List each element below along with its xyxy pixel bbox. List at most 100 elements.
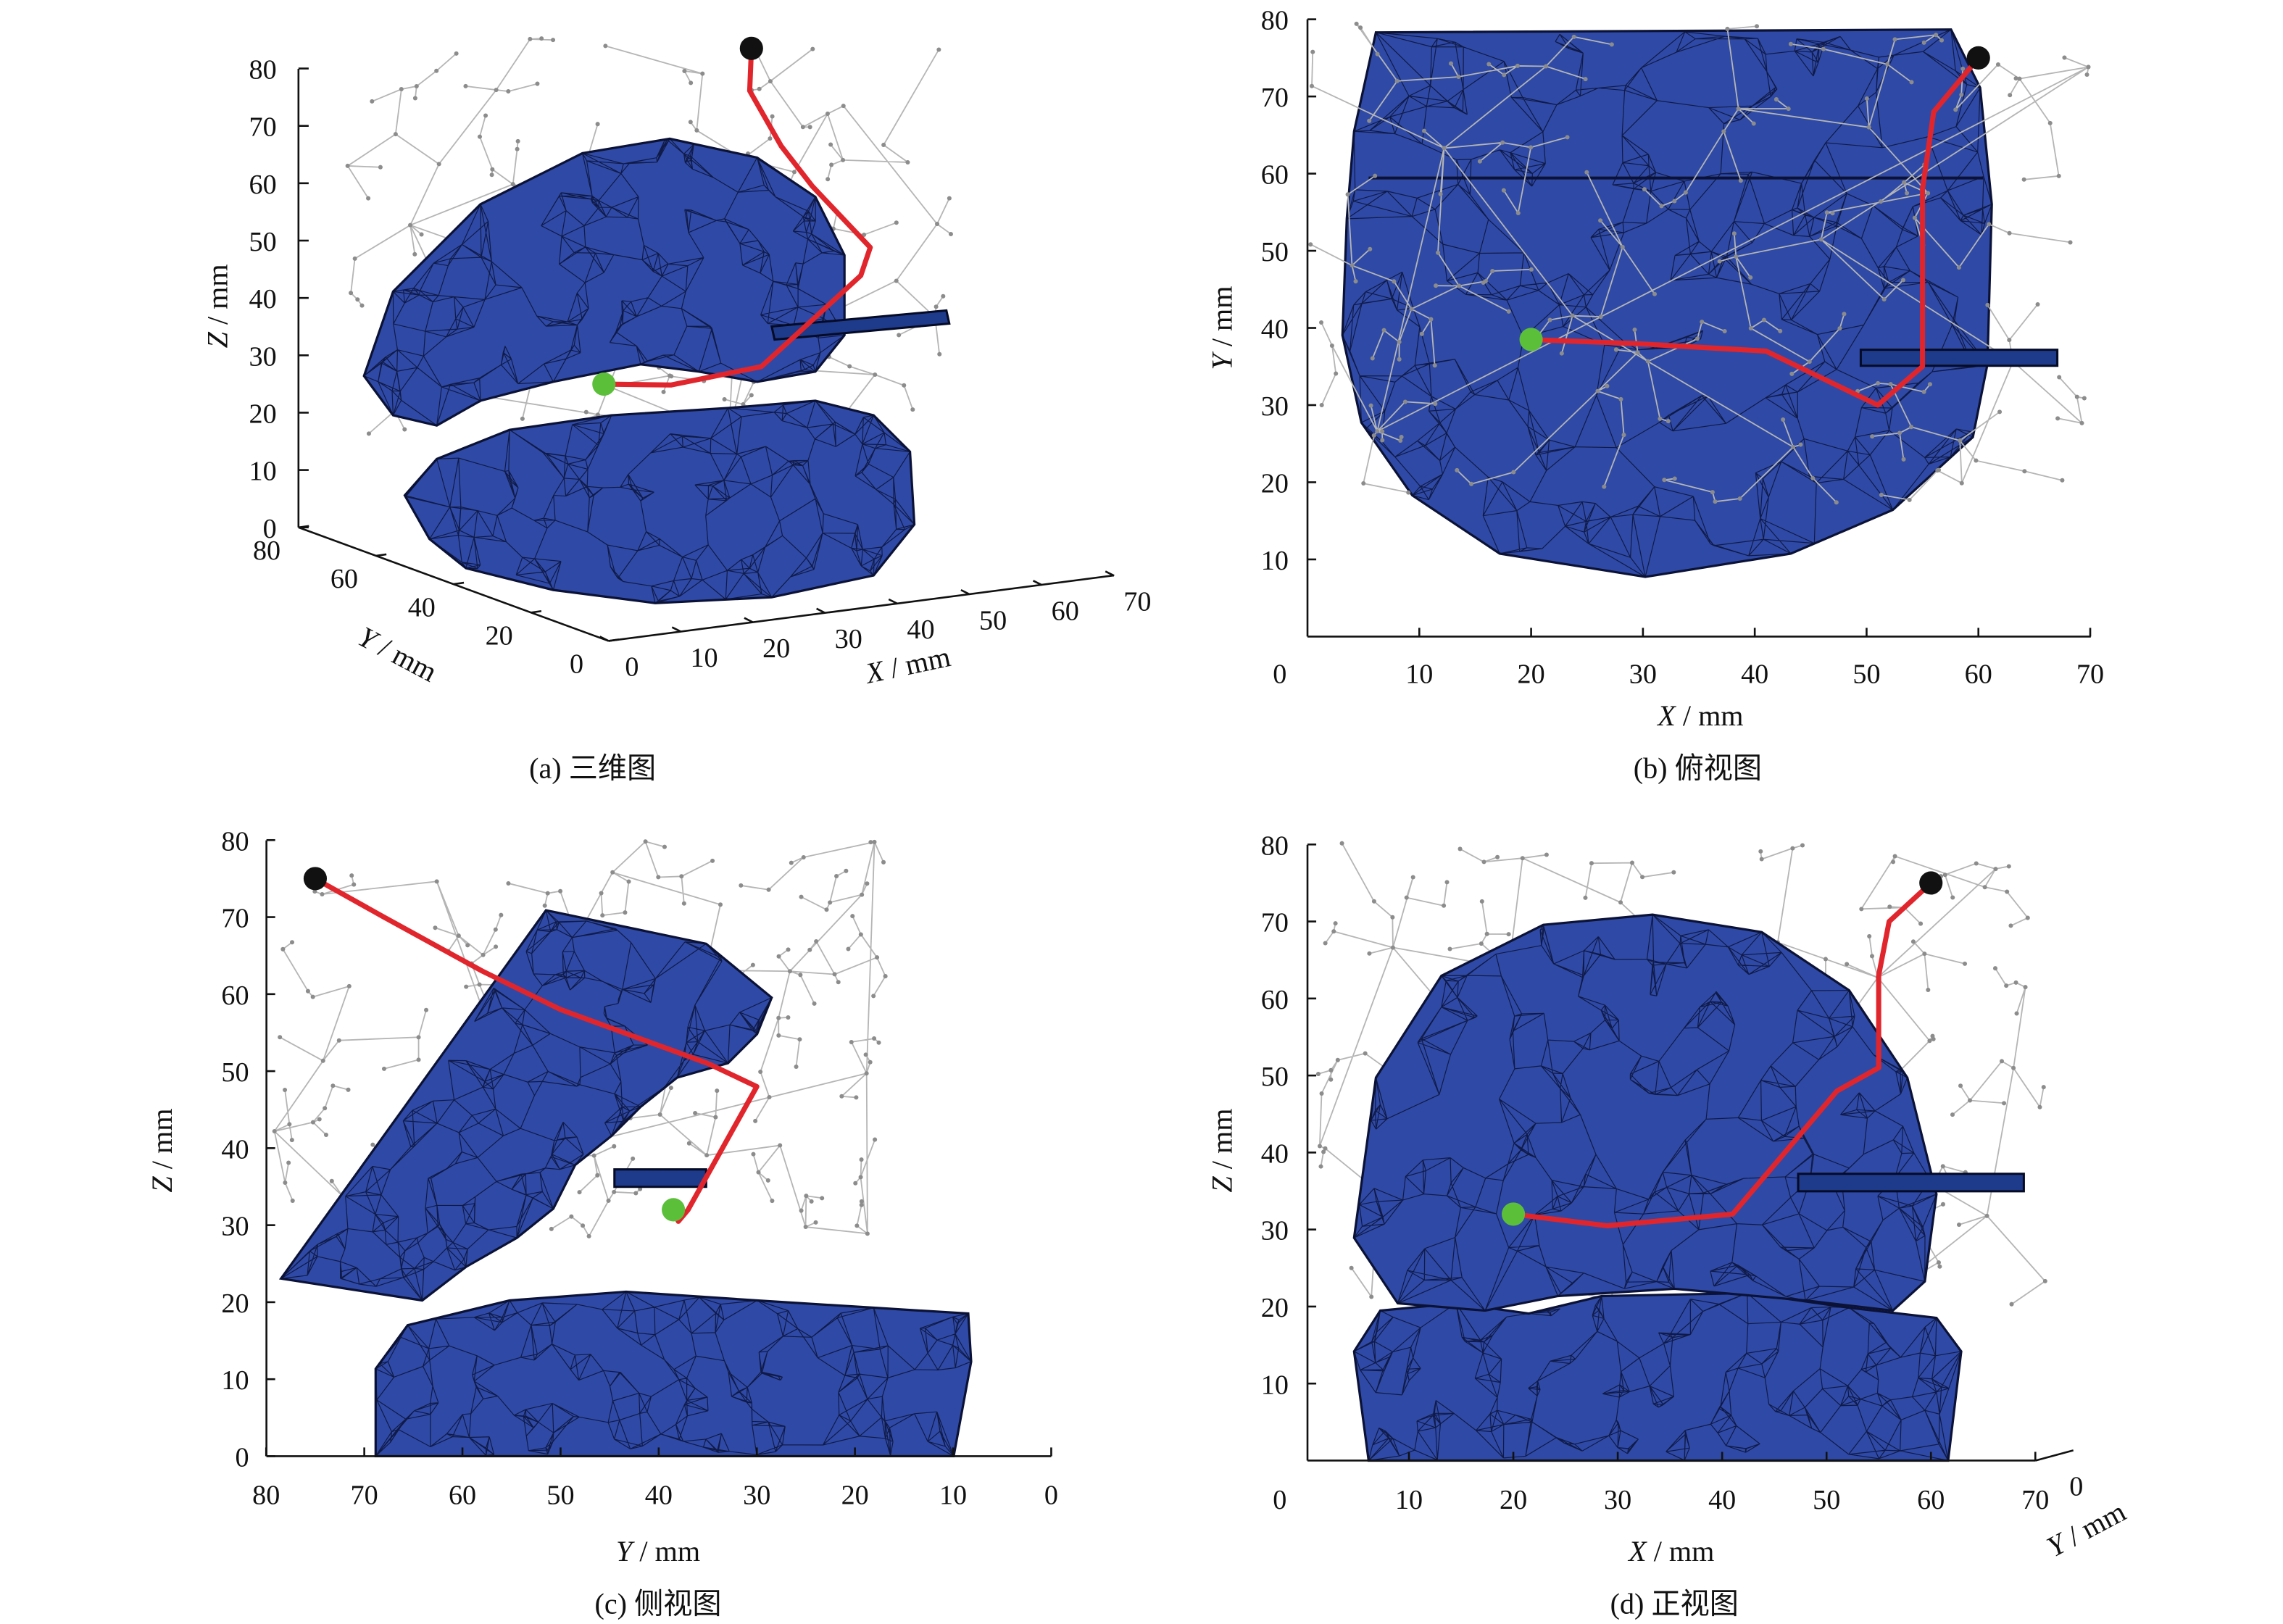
tree-node: [1329, 343, 1334, 349]
z-tick-label: 30: [249, 341, 277, 372]
tree-node: [947, 196, 952, 201]
tree-node: [643, 839, 648, 844]
goal-point: [1519, 328, 1543, 351]
tree-node: [1609, 42, 1614, 47]
tree-node: [1350, 263, 1355, 268]
tree-node: [1974, 861, 1979, 866]
tree-node: [1319, 403, 1324, 408]
tree-node: [859, 1157, 864, 1162]
tree-node: [1370, 356, 1375, 361]
tree-node: [1985, 302, 1990, 307]
y-tick-label: 30: [743, 1481, 770, 1511]
tree-node: [1506, 309, 1511, 314]
tree-node: [1502, 72, 1507, 78]
tree-node: [366, 431, 371, 436]
tree-node: [539, 36, 544, 41]
z-tick-label: 70: [1261, 908, 1289, 938]
tree-node: [494, 944, 499, 949]
tree-node: [1317, 1144, 1322, 1149]
x-tick-label: 30: [835, 624, 862, 654]
tree-node: [494, 88, 499, 93]
tree-node: [1942, 873, 1947, 878]
tree-node: [1958, 438, 1963, 443]
y-tick-label: 10: [939, 1481, 967, 1511]
tree-node: [1658, 416, 1663, 421]
x-tick-label: 20: [762, 633, 790, 664]
z-tick-label: 0: [235, 1443, 249, 1473]
tree-node: [1931, 1036, 1936, 1041]
tree-node: [1390, 915, 1395, 920]
tree-node: [1912, 215, 1917, 220]
tree-node: [1807, 359, 1812, 365]
tree-node: [776, 954, 781, 959]
tree-node: [1997, 409, 2003, 415]
x-tick: [1105, 570, 1115, 577]
tree-node: [669, 374, 674, 379]
tree-node: [941, 293, 946, 299]
x-tick-label: 60: [1917, 1485, 1945, 1515]
tree-node: [414, 83, 419, 88]
tree-node: [1845, 962, 1850, 967]
z-tick-label: 40: [249, 284, 277, 315]
tree-node: [1959, 92, 1964, 97]
tree-node: [1995, 62, 2000, 67]
tree-node: [786, 947, 791, 952]
tree-node: [2005, 889, 2010, 894]
z-tick-label: 60: [249, 170, 277, 200]
tree-node: [520, 416, 525, 421]
z-tick-label: 10: [1261, 1370, 1289, 1400]
tree-node: [1830, 211, 1835, 216]
tree-node: [366, 196, 371, 201]
tree-node: [1479, 899, 1484, 904]
tree-node: [336, 1038, 341, 1043]
tree-node: [1700, 320, 1705, 325]
tree-node: [1345, 192, 1350, 197]
tree-node: [317, 1117, 322, 1122]
tree-node: [753, 1118, 758, 1123]
tree-node: [1328, 1077, 1334, 1082]
tree-node: [800, 125, 805, 130]
tree-node: [1824, 210, 1829, 215]
tree-node: [758, 1069, 763, 1075]
x-tick-label: 70: [2021, 1485, 2049, 1515]
tree-node: [346, 983, 352, 988]
tree-node: [1891, 859, 1896, 865]
tree-node: [854, 1223, 860, 1228]
tree-node: [1710, 490, 1715, 495]
tree-node: [1798, 442, 1803, 447]
tree-node: [535, 81, 540, 86]
tree-node: [1642, 187, 1647, 192]
tree-node: [1621, 433, 1626, 438]
tree-node: [528, 36, 533, 41]
tree-node: [1371, 899, 1376, 904]
x-tick: [888, 598, 898, 605]
tree-node: [610, 870, 615, 875]
tree-node: [1748, 325, 1753, 330]
z-tick-label: 80: [221, 826, 249, 857]
tree-node: [278, 1035, 283, 1040]
tree-node: [739, 883, 744, 888]
tree-node: [872, 839, 877, 844]
tree-node: [1589, 861, 1594, 866]
tree-node: [463, 83, 468, 88]
tree-node: [1734, 254, 1739, 259]
tree-node: [839, 1094, 844, 1099]
tree-node: [1501, 188, 1506, 193]
tree-node: [2002, 1101, 2007, 1106]
tree-node: [872, 1036, 877, 1041]
tree-node: [1837, 326, 1842, 331]
tree-node: [436, 162, 441, 167]
tree-node: [1789, 371, 1795, 376]
tree-node: [2008, 93, 2013, 98]
y-tick: [531, 609, 542, 614]
tree-node: [2007, 338, 2012, 343]
tree-node: [493, 927, 498, 932]
x-tick-label: 70: [1123, 587, 1151, 617]
tree-node: [689, 80, 694, 86]
planned-path: [1513, 880, 1933, 1228]
tree-node: [902, 383, 907, 388]
tree-node: [1381, 328, 1386, 333]
tree-node: [1662, 478, 1667, 483]
z-tick-label: 30: [221, 1212, 249, 1242]
